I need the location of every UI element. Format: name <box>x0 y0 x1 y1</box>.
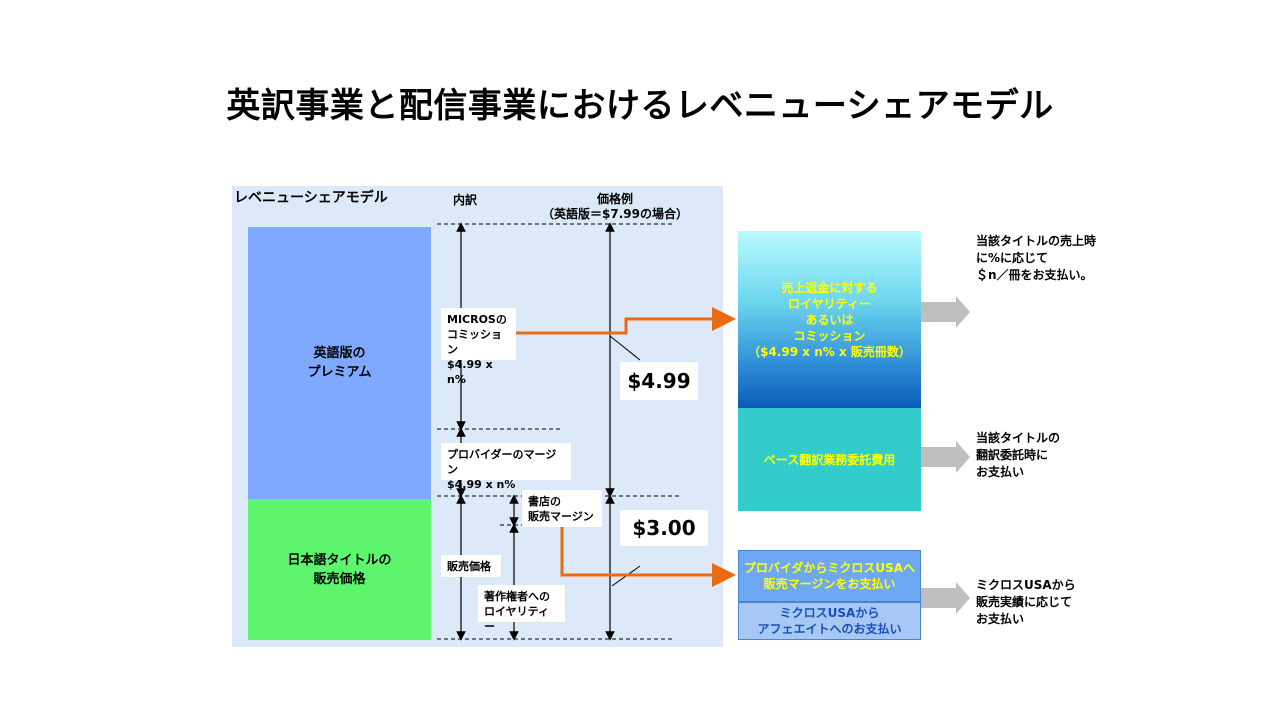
base-translation-fee-box: ベース翻訳業務委託費用 <box>738 408 921 511</box>
page-title: 英訳事業と配信事業におけるレベニューシェアモデル <box>226 86 1054 126</box>
japanese-price-bar: 日本語タイトルの 販売価格 <box>248 499 431 640</box>
premium-bar: 英語版の プレミアム <box>248 227 431 499</box>
note-royalty: 当該タイトルの売上時 に%に応じて ＄n／冊をお支払い。 <box>976 234 1097 282</box>
premium-price-box: $4.99 <box>620 362 698 400</box>
note-usa-payment: ミクロスUSAから 販売実績に応じて お支払い <box>976 578 1076 626</box>
breakdown-header: 内訳 <box>452 193 477 207</box>
price-example-header: 価格例 （英語版＝$7.99の場合） <box>542 192 688 221</box>
base-price-box: $3.00 <box>620 510 708 546</box>
micros-commission-label: MICROSの コミッション $4.99 x n% <box>441 308 516 386</box>
provider-margin-label: プロバイダーのマージン $4.99 x n% <box>441 443 571 491</box>
usa-to-affiliate-box: ミクロスUSAから アフェエイトへのお支払い <box>738 602 921 640</box>
gray-right-arrow-icon <box>921 296 970 614</box>
royalty-commission-box: 売上返金に対する ロイヤリティー あるいは コミッション （$4.99 x n%… <box>738 231 921 408</box>
store-margin-label: 書店の 販売マージン <box>522 490 602 527</box>
panel-label: レベニューシェアモデル <box>234 190 388 206</box>
author-royalty-label: 著作権者への ロイヤリティー <box>478 585 565 633</box>
provider-to-usa-box: プロバイダからミクロスUSAへ 販売マージンをお支払い <box>738 550 921 602</box>
sale-price-label: 販売価格 <box>441 555 501 577</box>
note-base-fee: 当該タイトルの 翻訳委託時に お支払い <box>976 431 1061 479</box>
